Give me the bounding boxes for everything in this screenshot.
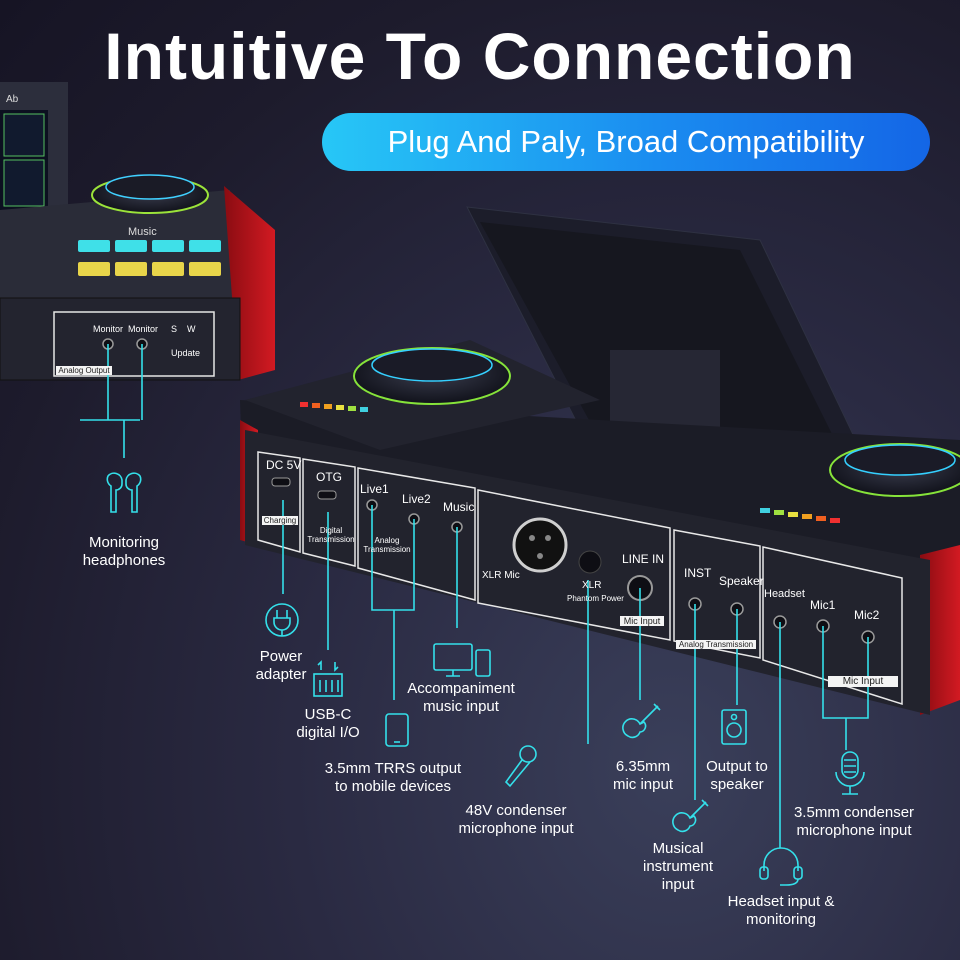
headset-label: Headset bbox=[764, 588, 805, 600]
speaker-icon bbox=[721, 709, 747, 745]
switch-label-s: S bbox=[171, 324, 178, 334]
otg-label: OTG bbox=[316, 470, 342, 484]
condenser-mic-icon bbox=[835, 751, 865, 795]
monitor-label-1: Monitor bbox=[93, 324, 124, 334]
live1-label: Live1 bbox=[360, 482, 389, 496]
analog-transmission-label: Analog Transmission bbox=[363, 536, 411, 554]
monitor-label-2: Monitor bbox=[128, 324, 159, 334]
charging-tab: Charging bbox=[262, 516, 298, 525]
live2-label: Live2 bbox=[402, 492, 431, 506]
analog-output-tab: Analog Output bbox=[56, 366, 112, 375]
smartphone-icon bbox=[385, 713, 409, 747]
switch-label-w: W bbox=[187, 324, 196, 334]
knob-label: Music bbox=[128, 226, 157, 238]
caption-usbc: USB-C digital I/O bbox=[296, 706, 360, 741]
monitor-phone-icon bbox=[433, 643, 491, 677]
screen-label: Ab bbox=[6, 94, 19, 105]
page-title: Intuitive To Connection bbox=[104, 19, 856, 93]
microphone-icon bbox=[504, 745, 537, 788]
usb-c-icon bbox=[313, 660, 343, 697]
guitar-icon bbox=[622, 703, 661, 739]
caption-635mm: 6.35mm mic input bbox=[612, 758, 674, 793]
mic1-label: Mic1 bbox=[810, 598, 836, 612]
mic-input-tab-2: Mic Input bbox=[828, 676, 898, 687]
digital-transmission-label: Digital Transmission bbox=[307, 526, 355, 544]
caption-speaker: Output to speaker bbox=[706, 758, 768, 793]
speaker-label: Speaker bbox=[719, 574, 764, 588]
earbuds-icon bbox=[106, 472, 142, 513]
update-label: Update bbox=[171, 348, 201, 358]
guitar-icon-2 bbox=[672, 799, 709, 833]
caption-power: Power adapter bbox=[255, 648, 307, 683]
caption-monitoring: Monitoring headphones bbox=[82, 534, 166, 569]
mic-input-tab: Mic Input bbox=[620, 616, 664, 626]
xlr-mic-label: XLR Mic bbox=[482, 570, 520, 581]
caption-condenser-35: 3.5mm condenser microphone input bbox=[793, 804, 915, 839]
dc-label: DC 5V bbox=[266, 458, 302, 472]
subtitle-banner: Plug And Paly, Broad Compatibility bbox=[322, 113, 930, 171]
xlr-label: XLR bbox=[582, 580, 602, 591]
music-label: Music bbox=[443, 500, 475, 514]
line-in-label: LINE IN bbox=[622, 552, 665, 566]
phantom-power-label: Phantom Power bbox=[567, 594, 624, 603]
caption-trrs: 3.5mm TRRS output to mobile devices bbox=[324, 760, 462, 795]
headset-icon bbox=[759, 847, 803, 886]
mic2-label: Mic2 bbox=[854, 608, 880, 622]
inst-label: INST bbox=[684, 566, 712, 580]
analog-transmission-tab: Analog Transmission bbox=[676, 640, 756, 649]
caption-headset: Headset input & monitoring bbox=[727, 893, 835, 928]
caption-condenser-48v: 48V condenser microphone input bbox=[458, 802, 574, 837]
caption-musical: Musical instrument input bbox=[642, 840, 714, 893]
power-plug-icon bbox=[265, 603, 299, 637]
caption-accompaniment: Accompaniment music input bbox=[407, 680, 515, 715]
